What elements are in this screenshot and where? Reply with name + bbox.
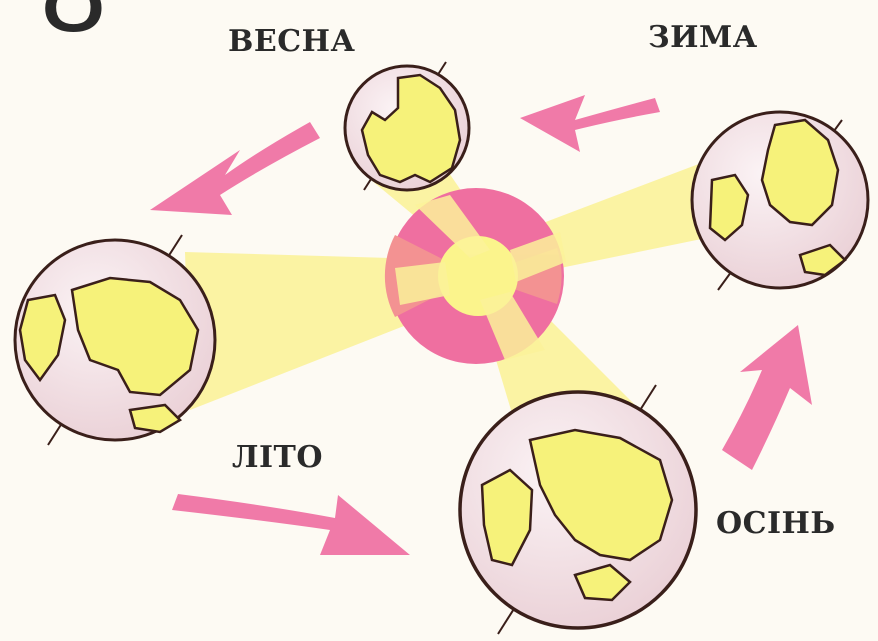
globe-autumn <box>460 385 696 634</box>
label-winter: ЗИМА <box>648 20 758 55</box>
arrow-autumn-to-winter <box>722 325 812 470</box>
arrow-summer-to-autumn <box>172 494 410 555</box>
label-spring: ВЕСНА <box>228 24 355 59</box>
globe-spring <box>345 62 469 190</box>
globe-summer <box>15 235 215 445</box>
arrow-spring-to-summer <box>150 122 320 215</box>
globe-winter <box>692 112 868 290</box>
arrow-winter-to-spring <box>520 95 660 152</box>
label-summer: ЛІТО <box>232 440 323 475</box>
label-autumn: ОСІНЬ <box>716 506 836 541</box>
